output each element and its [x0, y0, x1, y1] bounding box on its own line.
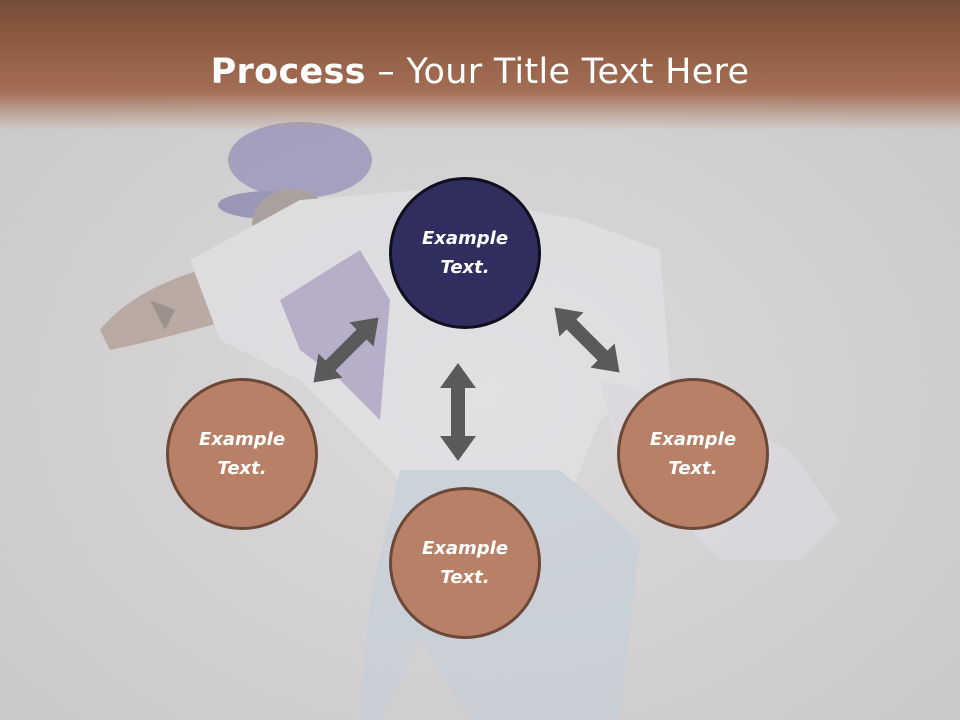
- arrow-vertical: [440, 363, 476, 461]
- arrow-top-left: [313, 317, 379, 383]
- node-top-line2: Text.: [440, 257, 490, 278]
- title-band: [0, 0, 960, 130]
- node-right-line1: Example: [649, 429, 737, 450]
- node-bottom-line2: Text.: [440, 567, 490, 588]
- slide-title: Process – Your Title Text Here: [0, 52, 960, 92]
- process-node-left: Example Text.: [166, 378, 318, 530]
- process-node-right: Example Text.: [617, 378, 769, 530]
- process-node-top: Example Text.: [389, 177, 541, 329]
- process-node-bottom: Example Text.: [389, 487, 541, 639]
- title-bold: Process: [210, 52, 366, 92]
- node-right-line2: Text.: [668, 458, 718, 479]
- node-bottom-line1: Example: [421, 538, 509, 559]
- arrow-top-right: [554, 307, 620, 373]
- node-left-line1: Example: [198, 429, 286, 450]
- title-rest: – Your Title Text Here: [365, 52, 750, 92]
- node-top-line1: Example: [421, 228, 509, 249]
- node-left-line2: Text.: [217, 458, 267, 479]
